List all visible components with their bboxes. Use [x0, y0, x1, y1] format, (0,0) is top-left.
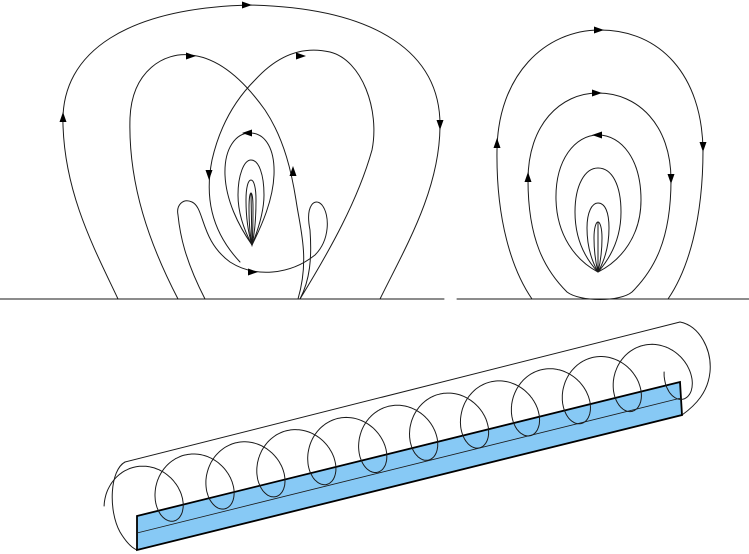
left-heart-streamline-b	[177, 200, 328, 300]
left-heart-streamline-c	[208, 49, 375, 300]
arrow-left-heart-left	[186, 52, 196, 60]
arrow-left-outer-left	[59, 112, 67, 122]
arrow-left-inner-top	[242, 129, 252, 137]
plane-midline	[136, 397, 682, 534]
left-streamline-panel	[0, 1, 445, 300]
helical-tube-panel	[103, 321, 711, 552]
arrow-left-outer-right	[436, 120, 444, 130]
arrow-right-mid-left	[524, 172, 532, 182]
arrow-right-top	[594, 26, 604, 34]
tube-left-end	[111, 461, 138, 551]
arrow-right-right	[699, 142, 707, 152]
tube-right-end	[679, 321, 711, 416]
arrow-right-inner-top	[592, 131, 602, 139]
arrow-left-inner-left	[205, 170, 213, 180]
arrow-left-heart-right	[296, 52, 306, 60]
right-streamline-4	[574, 167, 622, 273]
helix-path	[103, 343, 693, 522]
arrow-right-mid-right	[667, 174, 675, 184]
tube-top-edge	[124, 321, 681, 463]
arrow-left-outer-top	[242, 1, 252, 9]
left-outer-streamline	[62, 4, 441, 300]
right-streamline-1	[496, 29, 704, 300]
right-streamline-panel	[456, 26, 749, 300]
helix-curve	[103, 343, 693, 522]
blue-plane	[136, 380, 683, 552]
arrow-right-left	[493, 138, 501, 148]
left-vertical-segment	[250, 192, 253, 247]
arrow-left-bottom	[248, 268, 258, 276]
right-streamline-2	[527, 92, 672, 300]
left-heart-streamline-a	[129, 54, 305, 300]
arrow-left-inner-right	[289, 166, 297, 176]
left-inner-streamline-2	[237, 159, 265, 246]
left-inner-streamline-3	[245, 179, 257, 246]
arrow-right-mid-top	[592, 89, 602, 97]
right-streamline-5	[586, 202, 610, 273]
